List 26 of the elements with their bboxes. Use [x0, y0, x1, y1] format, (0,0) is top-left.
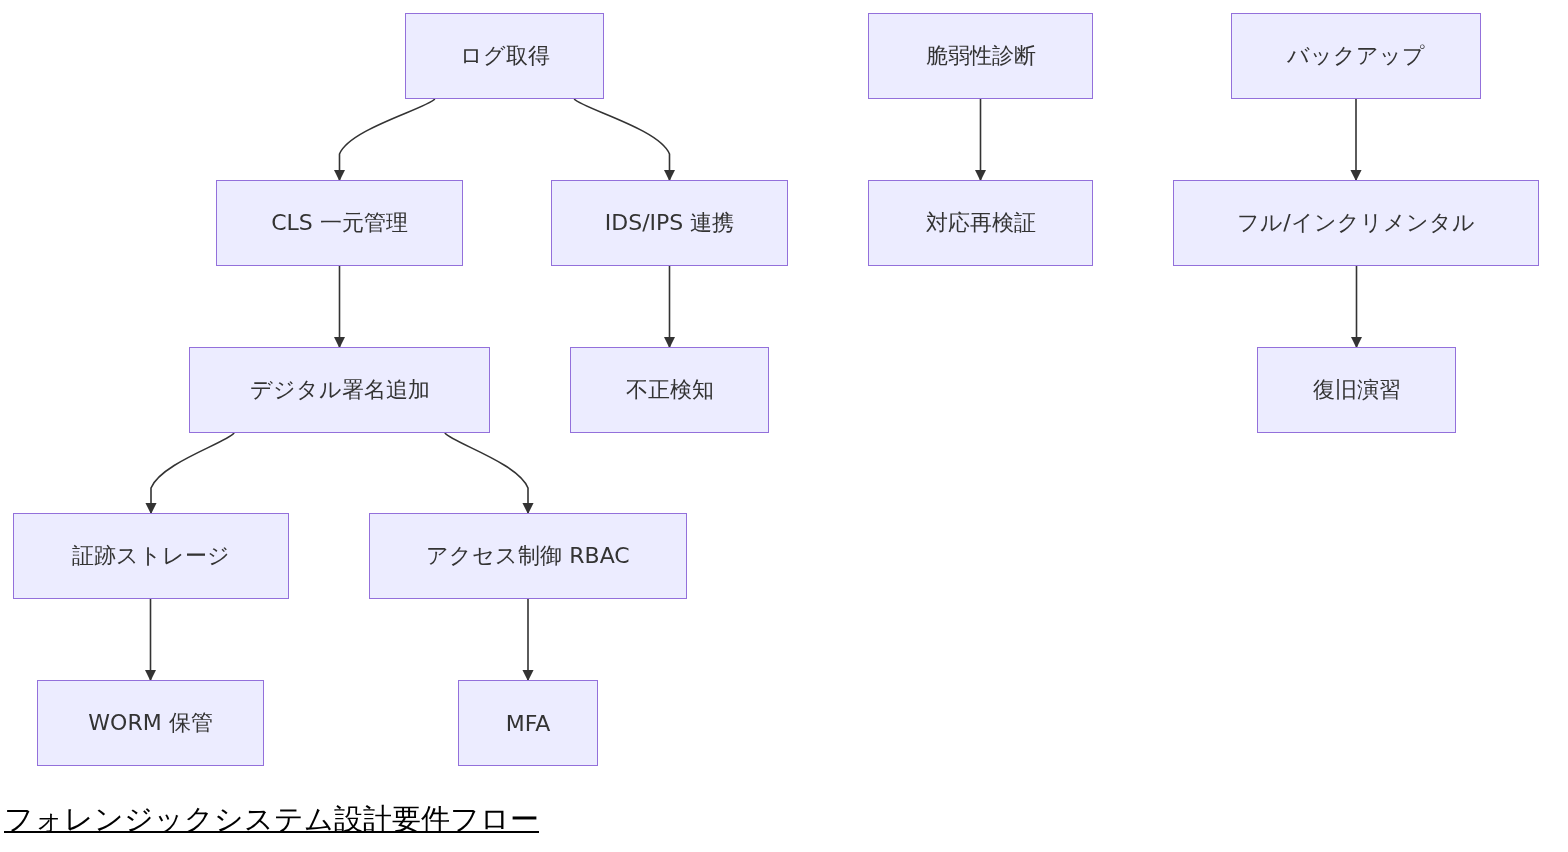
process-box: デジタル署名追加: [189, 347, 490, 433]
arrow: [1350, 98, 1362, 182]
arrow: [974, 98, 987, 182]
process-box: 復旧演習: [1257, 347, 1456, 433]
process-box: 不正検知: [570, 347, 769, 433]
arrow: [522, 598, 534, 682]
process-box: WORM 保管: [37, 680, 264, 766]
process-box: フル/インクリメンタル: [1173, 180, 1539, 266]
arrow: [444, 432, 534, 515]
arrow: [333, 98, 436, 182]
process-box: CLS 一元管理: [216, 180, 463, 266]
process-box: MFA: [458, 680, 598, 766]
arrow: [1350, 265, 1363, 349]
process-box: 証跡ストレージ: [13, 513, 289, 599]
arrow: [573, 98, 676, 182]
process-box: 対応再検証: [868, 180, 1093, 266]
arrow: [145, 432, 235, 515]
arrow: [663, 265, 676, 349]
process-box: ログ取得: [405, 13, 604, 99]
process-box: バックアップ: [1231, 13, 1481, 99]
process-box: アクセス制御 RBAC: [369, 513, 687, 599]
arrow: [144, 598, 157, 682]
process-box: IDS/IPS 連携: [551, 180, 788, 266]
arrow: [333, 265, 346, 349]
process-box: 脆弱性診断: [868, 13, 1093, 99]
caption: フォレンジックシステム設計要件フロー: [4, 801, 539, 838]
